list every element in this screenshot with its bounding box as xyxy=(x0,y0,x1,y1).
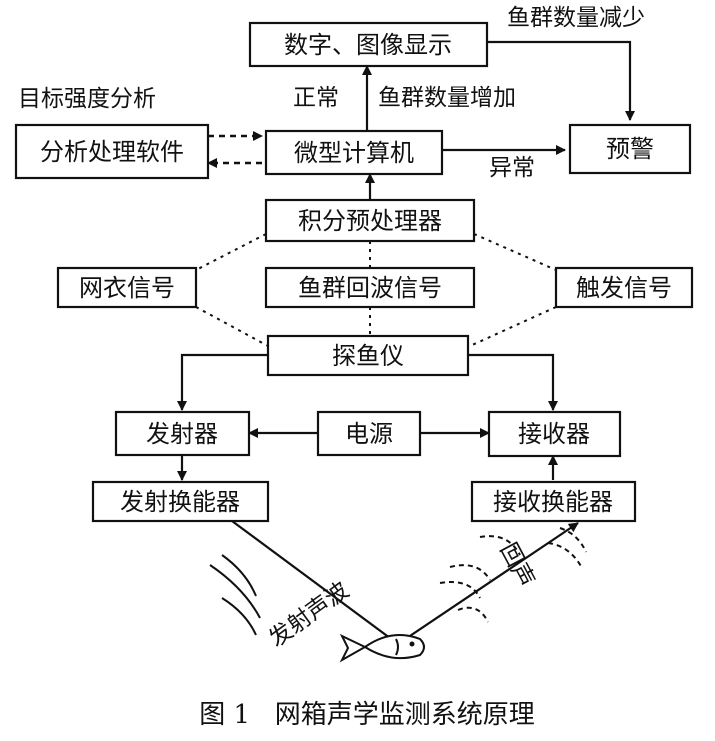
emitted-sound-path xyxy=(231,520,399,645)
integrator-label: 积分预处理器 xyxy=(298,207,442,235)
fish-increase-label: 鱼群数量增加 xyxy=(378,85,516,111)
sounder-to-transmitter-arrow xyxy=(177,353,270,411)
net-signal-label: 网衣信号 xyxy=(79,274,175,302)
dotted-integrator-trigger xyxy=(473,233,557,271)
transmit-transducer-box: 发射换能器 xyxy=(91,480,270,523)
receive-transducer-label: 接收换能器 xyxy=(493,488,613,516)
emitted-wavefronts xyxy=(209,554,261,636)
power-label: 电源 xyxy=(345,420,393,448)
sounder-box: 探鱼仪 xyxy=(266,334,470,377)
display-label: 数字、图像显示 xyxy=(284,31,452,59)
trigger-signal-box: 触发信号 xyxy=(554,266,694,309)
analysis-software-label: 分析处理软件 xyxy=(40,138,184,166)
dotted-integrator-net xyxy=(195,233,267,271)
trigger-signal-label: 触发信号 xyxy=(576,274,672,302)
echo-label: 回声 xyxy=(495,539,540,592)
dotted-trigger-sounder xyxy=(469,306,557,347)
analysis-software-box: 分析处理软件 xyxy=(14,123,210,180)
receive-transducer-box: 接收换能器 xyxy=(470,480,637,523)
normal-label: 正常 xyxy=(293,85,339,111)
echo-wavefronts xyxy=(439,527,587,623)
receiver-box: 接收器 xyxy=(487,410,622,458)
sounder-to-receiver-arrow xyxy=(468,353,558,411)
abnormal-label: 异常 xyxy=(489,155,535,181)
receiver-label: 接收器 xyxy=(518,420,590,448)
integrator-box: 积分预处理器 xyxy=(264,198,476,243)
dotted-net-sounder xyxy=(195,306,269,347)
transmit-transducer-label: 发射换能器 xyxy=(120,488,240,516)
sounder-label: 探鱼仪 xyxy=(332,342,404,370)
decrease-connector xyxy=(487,40,635,121)
display-box: 数字、图像显示 xyxy=(248,21,489,68)
microcomputer-box: 微型计算机 xyxy=(264,129,444,176)
echo-sound-path xyxy=(397,522,579,645)
microcomputer-label: 微型计算机 xyxy=(294,139,414,167)
echo-signal-box: 鱼群回波信号 xyxy=(264,266,476,309)
figure-caption: 图 1 网箱声学监测系统原理 xyxy=(199,700,535,730)
target-strength-label: 目标强度分析 xyxy=(18,86,156,112)
transmitter-label: 发射器 xyxy=(146,420,218,448)
fish-decrease-label: 鱼群数量减少 xyxy=(507,5,645,31)
warning-box: 预警 xyxy=(568,123,692,175)
emitted-wave-label: 发射声波 xyxy=(264,577,354,652)
warning-label: 预警 xyxy=(606,135,654,163)
transmitter-box: 发射器 xyxy=(114,410,251,457)
echo-signal-label: 鱼群回波信号 xyxy=(298,274,442,302)
net-signal-box: 网衣信号 xyxy=(56,266,198,309)
power-box: 电源 xyxy=(316,410,422,457)
fish-icon xyxy=(339,633,425,663)
